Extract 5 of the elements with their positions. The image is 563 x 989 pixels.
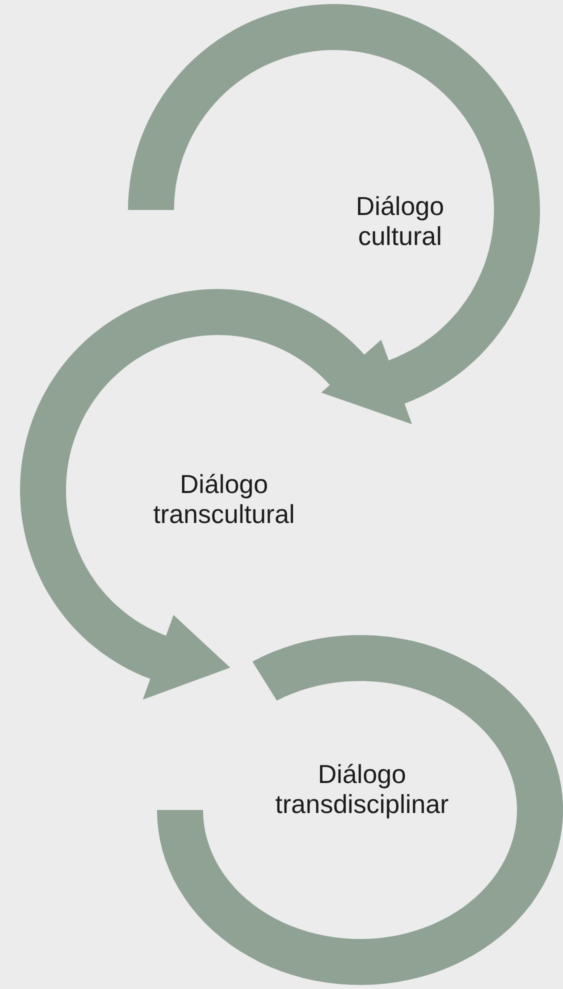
curved-arrow — [20, 289, 366, 700]
step-label: Diálogo cultural — [325, 192, 475, 252]
step-label: Diálogo transcultural — [124, 470, 324, 530]
curved-arrow — [128, 4, 540, 424]
step-label: Diálogo transdisciplinar — [232, 760, 492, 820]
